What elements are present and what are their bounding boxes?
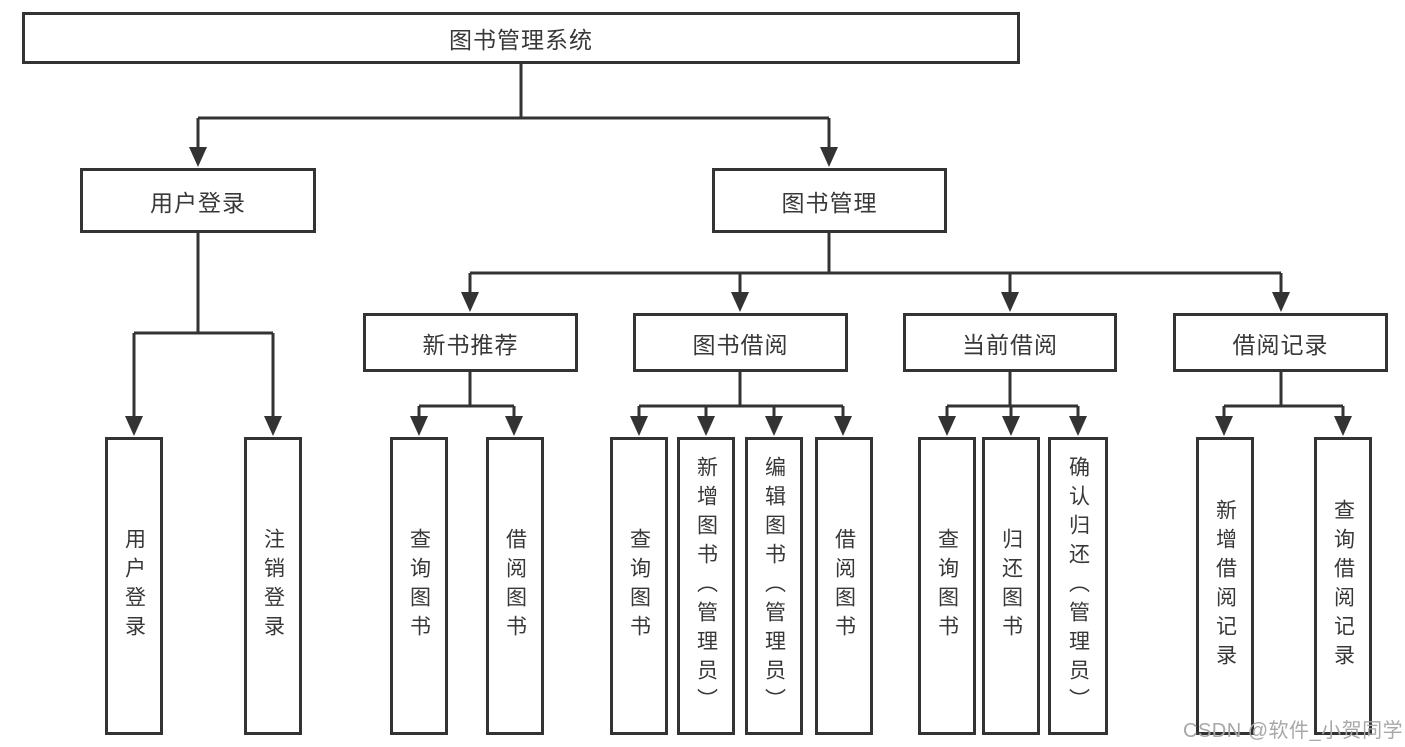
node-borrowing-records: 借阅记录 (1173, 313, 1388, 372)
leaf-user-login: 用户登录 (105, 437, 163, 735)
node-label: 当前借阅 (962, 331, 1058, 358)
leaf-query-borrowing-record: 查询借阅记录 (1314, 437, 1372, 735)
node-new-book-recommendation: 新书推荐 (363, 313, 578, 372)
node-label: 借阅记录 (1232, 331, 1329, 358)
node-label: 编辑图书（管理员） (762, 455, 786, 717)
node-user-login: 用户登录 (80, 168, 316, 233)
node-label: 查询图书 (935, 528, 959, 644)
node-label: 查询借阅记录 (1331, 499, 1355, 673)
node-label: 图书借阅 (692, 331, 789, 358)
node-label: 借阅图书 (832, 528, 856, 644)
node-library-management-system: 图书管理系统 (22, 12, 1020, 64)
node-label: 借阅图书 (503, 528, 527, 644)
leaf-query-books-borrowing: 查询图书 (610, 437, 668, 735)
node-label: 注销登录 (261, 528, 285, 644)
node-label: 图书管理系统 (449, 27, 593, 53)
leaf-confirm-return-admin: 确认归还（管理员） (1048, 437, 1108, 735)
node-label: 确认归还（管理员） (1066, 455, 1090, 717)
node-book-management: 图书管理 (712, 168, 947, 233)
node-label: 新增借阅记录 (1213, 499, 1237, 673)
leaf-logout: 注销登录 (244, 437, 302, 735)
node-label: 新增图书（管理员） (694, 455, 718, 717)
node-label: 归还图书 (999, 528, 1023, 644)
node-label: 用户登录 (122, 528, 146, 644)
node-label: 新书推荐 (422, 331, 519, 358)
leaf-borrow-books-recommend: 借阅图书 (486, 437, 544, 735)
node-current-borrowing: 当前借阅 (903, 313, 1117, 372)
node-label: 用户登录 (150, 189, 246, 216)
leaf-add-book-admin: 新增图书（管理员） (677, 437, 735, 735)
leaf-return-books: 归还图书 (982, 437, 1040, 735)
leaf-query-books-current: 查询图书 (918, 437, 976, 735)
node-label: 查询图书 (407, 528, 431, 644)
leaf-add-borrowing-record: 新增借阅记录 (1196, 437, 1254, 735)
csdn-watermark: CSDN @软件_小贺同学 (1183, 720, 1404, 742)
leaf-borrow-books-borrowing: 借阅图书 (815, 437, 873, 735)
node-label: 图书管理 (781, 189, 878, 216)
leaf-query-books-recommend: 查询图书 (390, 437, 448, 735)
leaf-edit-book-admin: 编辑图书（管理员） (745, 437, 803, 735)
node-book-borrowing: 图书借阅 (633, 313, 848, 372)
node-label: 查询图书 (627, 528, 651, 644)
